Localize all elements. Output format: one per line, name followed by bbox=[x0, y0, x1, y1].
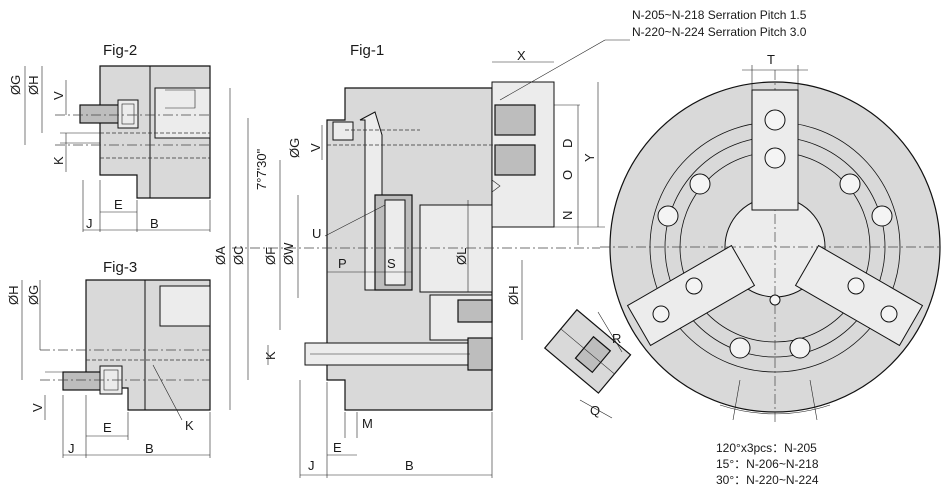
fig1-dim-phiA: ØA bbox=[213, 246, 228, 265]
fig3-dim-K: K bbox=[185, 418, 194, 433]
fig1-dim-P: P bbox=[338, 256, 347, 271]
fig-1-drawing: Fig-1 bbox=[213, 8, 807, 478]
angle-note-2: 15°：N-206~N-218 bbox=[716, 457, 819, 471]
fig3-dim-V: V bbox=[30, 403, 45, 412]
fig2-dim-phiG: ØG bbox=[8, 75, 23, 95]
fig-3-drawing: Fig-3 ØH ØG V K J E B bbox=[6, 259, 211, 458]
fig3-dim-phiH: ØH bbox=[6, 286, 21, 306]
fig-2-title: Fig-2 bbox=[103, 42, 137, 59]
fig1-dim-J: J bbox=[308, 458, 315, 473]
fig1-dim-X: X bbox=[517, 48, 526, 63]
fig-3-title: Fig-3 bbox=[103, 259, 137, 276]
fig2-dim-E: E bbox=[114, 197, 123, 212]
fig1-dim-V: V bbox=[308, 143, 323, 152]
serration-note-1: N-205~N-218 Serration Pitch 1.5 bbox=[632, 8, 807, 22]
fig1-dim-D: D bbox=[560, 139, 575, 148]
fig3-dim-E: E bbox=[103, 420, 112, 435]
jaw-dim-Q: Q bbox=[590, 403, 600, 418]
fig-2-drawing: Fig-2 ØG ØH V K J E B bbox=[8, 42, 211, 232]
fig3-dim-phiG: ØG bbox=[26, 285, 41, 305]
fig1-dim-E: E bbox=[333, 440, 342, 455]
fig1-dim-phiW: ØW bbox=[281, 242, 296, 265]
fig1-dim-O: O bbox=[560, 170, 575, 180]
angle-note-1: 120°x3pcs：N-205 bbox=[716, 441, 817, 455]
fig-1-title: Fig-1 bbox=[350, 42, 384, 59]
fig2-dim-B: B bbox=[150, 216, 159, 231]
fig1-dim-angle: 7°7'30" bbox=[254, 148, 269, 190]
fig1-dim-S: S bbox=[387, 256, 396, 271]
fig2-dim-V: V bbox=[51, 91, 66, 100]
fig1-dim-Y: Y bbox=[582, 153, 597, 162]
angle-note-3: 30°：N-220~N-224 bbox=[716, 473, 819, 487]
fig2-dim-phiH: ØH bbox=[26, 76, 41, 96]
fig1-dim-M: M bbox=[362, 416, 373, 431]
fig1-dim-K: K bbox=[263, 351, 278, 360]
jaw-dim-R: R bbox=[612, 331, 621, 346]
serration-note-2: N-220~N-224 Serration Pitch 3.0 bbox=[632, 25, 807, 39]
jaw-detail-drawing: R Q bbox=[543, 308, 632, 419]
fig3-dim-B: B bbox=[145, 441, 154, 456]
front-dim-T: T bbox=[767, 52, 775, 67]
fig1-dim-phiL: ØL bbox=[454, 248, 469, 265]
fig3-dim-J: J bbox=[68, 441, 75, 456]
fig1-dim-N: N bbox=[560, 211, 575, 220]
fig1-dim-B: B bbox=[405, 458, 414, 473]
fig1-dim-phiG: ØG bbox=[287, 138, 302, 158]
fig2-dim-J: J bbox=[86, 216, 93, 231]
fig1-dim-phiC: ØC bbox=[231, 246, 246, 266]
fig1-dim-phiF: ØF bbox=[263, 247, 278, 265]
fig2-dim-K: K bbox=[51, 156, 66, 165]
fig1-dim-phiH: ØH bbox=[506, 286, 521, 306]
front-view-drawing: T 120°x3pcs：N-205 15°：N-206~N-218 30°：N-… bbox=[600, 52, 941, 487]
fig1-dim-U: U bbox=[312, 226, 321, 241]
